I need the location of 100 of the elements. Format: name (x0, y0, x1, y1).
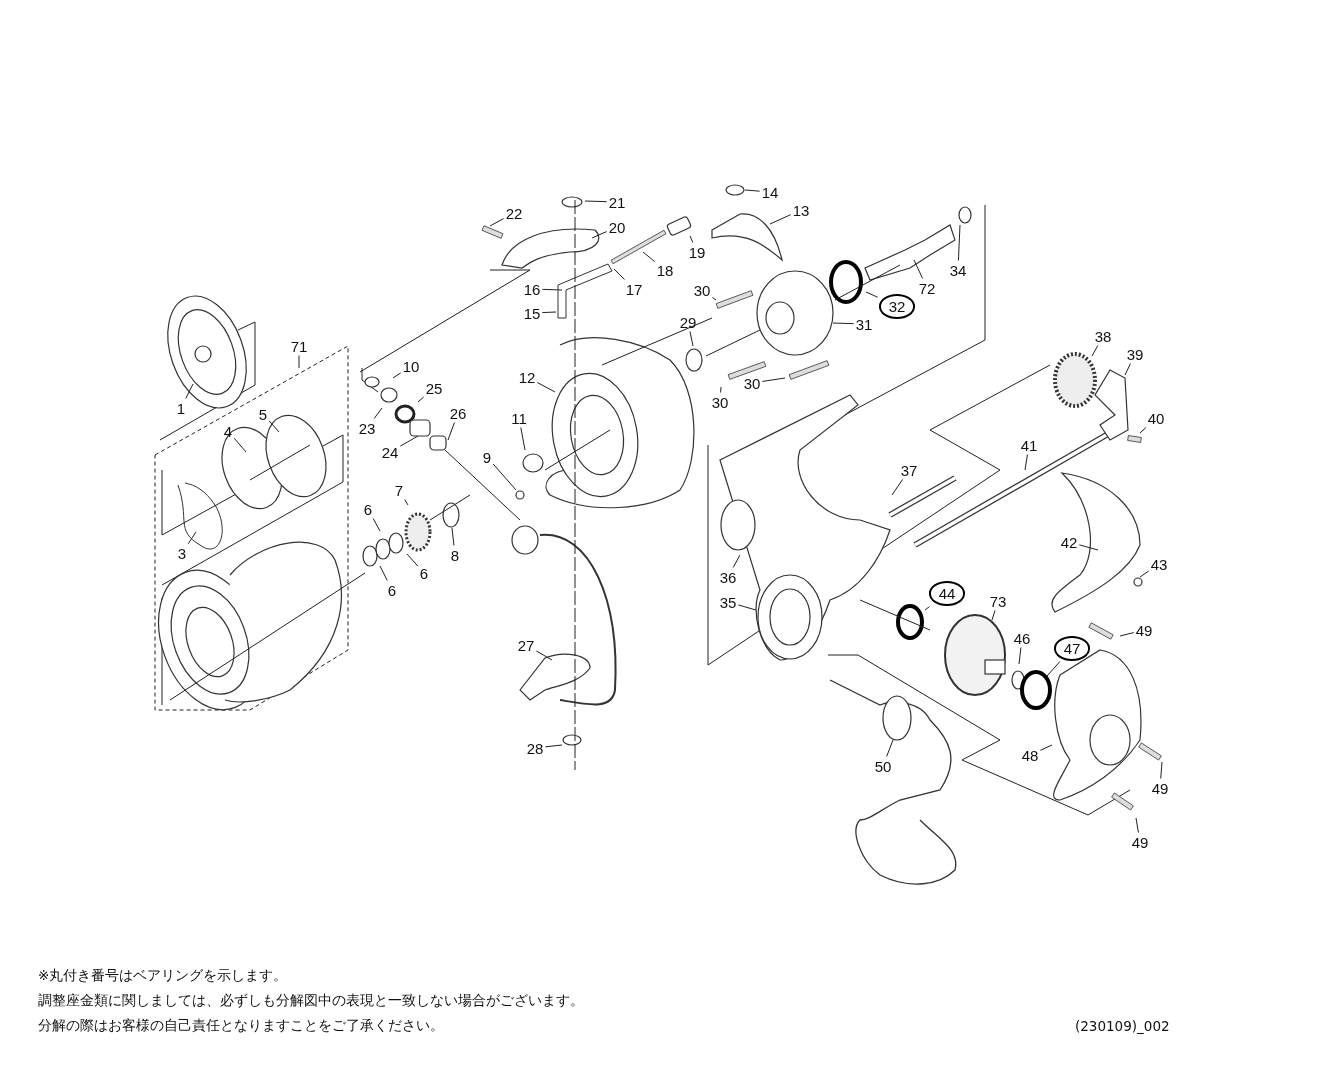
callout-number: 10 (401, 357, 421, 375)
callout-number: 50 (873, 757, 893, 775)
callout-number: 22 (504, 204, 524, 222)
leader-line (613, 268, 625, 280)
leader-line (591, 231, 608, 239)
leader-line (732, 554, 741, 568)
callout-number: 26 (448, 404, 468, 422)
callout-number: 30 (710, 393, 730, 411)
callout-number: 23 (357, 419, 377, 437)
leader-line (541, 311, 557, 314)
leader-line (689, 331, 694, 347)
leader-line (492, 463, 517, 491)
callout-number: 6 (362, 500, 374, 518)
leader-line (1139, 570, 1150, 578)
callout-number: 34 (948, 261, 968, 279)
leader-line (711, 296, 717, 301)
leader-line (1091, 345, 1099, 357)
leader-line (720, 386, 722, 393)
callout-number: 28 (525, 739, 545, 757)
leader-line (737, 604, 757, 611)
callout-number: 17 (624, 280, 644, 298)
leader-line (520, 427, 526, 451)
leader-line (1160, 761, 1163, 779)
callout-number: 49 (1134, 621, 1154, 639)
leader-line (1135, 817, 1139, 833)
callout-number: 21 (607, 193, 627, 211)
note-text: 分解の際はお客様の自己責任となりますことをご了承ください。 (38, 1017, 444, 1035)
leader-line (584, 200, 608, 203)
leader-line (991, 610, 996, 621)
callout-number: 19 (687, 243, 707, 261)
leader-line (535, 650, 553, 661)
callout-number: 39 (1125, 345, 1145, 363)
leader-line (1078, 544, 1099, 551)
leader-line (187, 531, 197, 545)
callout-number: 46 (1012, 629, 1032, 647)
callout-number: 30 (742, 374, 762, 392)
leader-line (185, 383, 194, 399)
callout-number: 5 (257, 405, 269, 423)
leader-line (536, 382, 556, 393)
callout-number: 14 (760, 183, 780, 201)
callout-number: 71 (289, 337, 309, 355)
callout-number: 49 (1130, 833, 1150, 851)
callout-number: 20 (607, 218, 627, 236)
callout-number: 31 (854, 315, 874, 333)
leader-line (372, 518, 381, 532)
leader-line (268, 420, 280, 433)
callout-number: 40 (1146, 409, 1166, 427)
callout-number: 49 (1150, 779, 1170, 797)
callout-number: 41 (1019, 436, 1039, 454)
leader-line (886, 739, 894, 757)
leader-line (1024, 454, 1028, 471)
circled-callout-number: 44 (928, 580, 966, 606)
leader-line (489, 218, 505, 227)
callout-number: 72 (917, 279, 937, 297)
callout-number: 35 (718, 593, 738, 611)
leader-line (1039, 744, 1053, 751)
circled-callout-number: 32 (878, 293, 916, 319)
callout-number: 48 (1020, 746, 1040, 764)
document-code: (230109)_002 (1075, 1018, 1170, 1034)
leader-line (379, 565, 388, 581)
leader-line (233, 437, 247, 453)
callout-number: 42 (1059, 533, 1079, 551)
leader-line (642, 251, 656, 263)
note-text: ※丸付き番号はベアリングを示します。 (38, 967, 288, 985)
leader-line (957, 224, 961, 261)
callout-number: 73 (988, 592, 1008, 610)
callout-number: 1 (175, 399, 187, 417)
leader-line (404, 499, 409, 506)
leader-line (1119, 632, 1135, 637)
callout-number: 36 (718, 568, 738, 586)
leader-line (913, 259, 924, 279)
callout-number: 16 (522, 280, 542, 298)
callout-number: 7 (393, 481, 405, 499)
circled-callout-number: 47 (1053, 635, 1091, 661)
callout-number: 38 (1093, 327, 1113, 345)
callout-number: 27 (516, 636, 536, 654)
callout-number: 13 (791, 201, 811, 219)
callout-number: 15 (522, 304, 542, 322)
callout-number: 29 (678, 313, 698, 331)
callout-number: 12 (517, 368, 537, 386)
callout-number: 11 (510, 409, 528, 427)
callout-number: 6 (418, 564, 430, 582)
leader-line (399, 435, 419, 447)
leader-line (541, 288, 563, 291)
leader-line (1139, 427, 1147, 434)
leader-line (865, 291, 879, 298)
callout-number: 18 (655, 261, 675, 279)
leader-line (392, 372, 402, 379)
callout-number: 9 (481, 448, 493, 466)
leader-line (744, 189, 761, 192)
leader-line (1018, 647, 1022, 665)
leader-line (406, 553, 419, 567)
callout-number: 30 (692, 281, 712, 299)
leader-line (1046, 661, 1061, 677)
leader-line (447, 422, 455, 441)
callout-number: 6 (386, 581, 398, 599)
leader-line (689, 235, 694, 243)
leader-line (451, 527, 455, 546)
callout-number: 25 (424, 379, 444, 397)
note-text: 調整座金類に関しましては、必ずしも分解図中の表現と一致しない場合がございます。 (38, 992, 584, 1010)
